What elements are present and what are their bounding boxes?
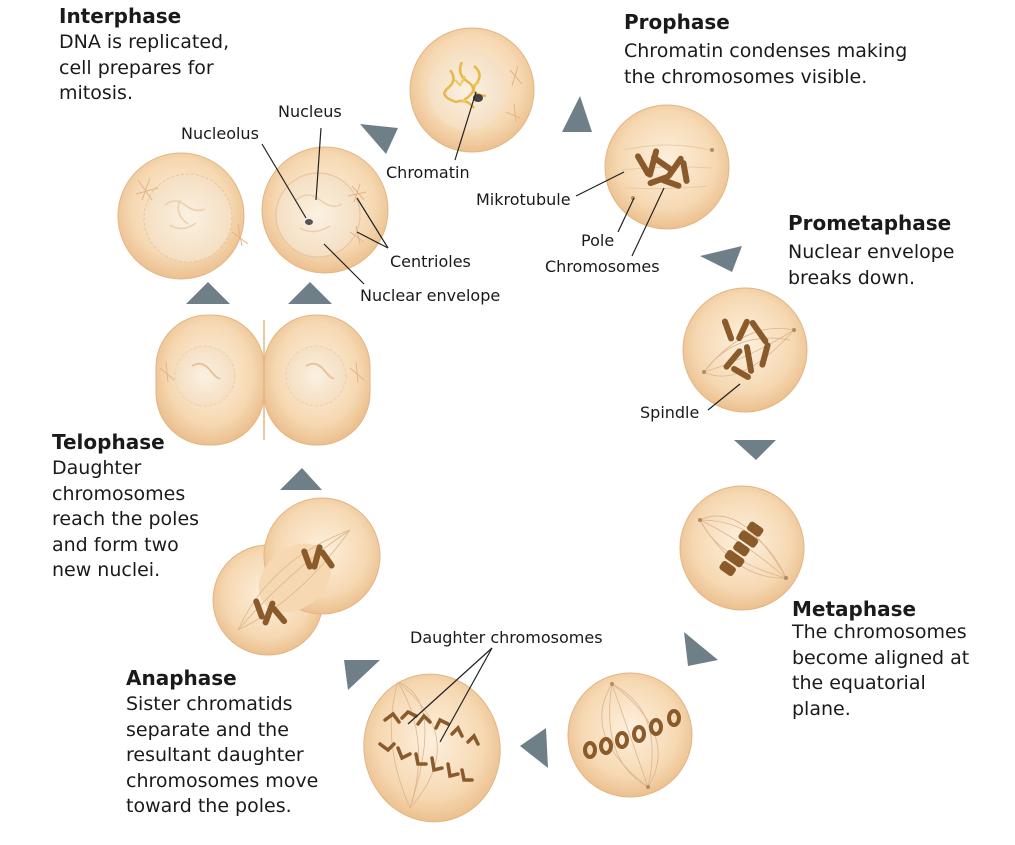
interphase-title: Interphase [59, 4, 182, 28]
arrow-icon [734, 440, 776, 460]
anaphase-title: Anaphase [126, 666, 237, 690]
telophase-cells [155, 314, 371, 446]
arrow-icon [700, 246, 742, 272]
arrow-icon [360, 124, 398, 154]
daughter-chromosomes-label: Daughter chromosomes [410, 628, 603, 647]
arrow-icon [344, 660, 380, 690]
interphase-description: DNA is replicated, cell prepares for mit… [59, 31, 230, 104]
centrioles-label: Centrioles [390, 252, 471, 271]
microtubule-label: Mikrotubule [476, 190, 571, 209]
arrow-icon [288, 282, 332, 304]
metaphase-description: The chromosomes become aligned at the eq… [792, 621, 970, 720]
prometaphase-description: Nuclear envelope breaks down. [788, 241, 955, 289]
prometaphase-cell [682, 287, 808, 413]
chromosomes-label: Chromosomes [545, 257, 660, 276]
cycle-arrows [186, 96, 776, 768]
nucleolus-label: Nucleolus [181, 124, 259, 143]
arrow-icon [186, 282, 230, 304]
arrow-icon [562, 96, 592, 132]
spindle-label: Spindle [640, 403, 700, 422]
prophase-description: Chromatin condenses making the chromosom… [624, 40, 908, 88]
prophase-chromatin-cell [409, 27, 535, 153]
leader-lines [261, 91, 741, 743]
prometaphase-title: Prometaphase [788, 211, 952, 235]
arrow-icon [684, 632, 718, 666]
telophase-title: Telophase [52, 430, 165, 454]
telophase-early-cell [212, 497, 381, 656]
anaphase-cell [363, 673, 501, 823]
anaphase-early-cell [567, 672, 693, 798]
arrow-icon [280, 468, 322, 490]
chromatin-label: Chromatin [386, 163, 470, 182]
prophase-title: Prophase [624, 10, 730, 34]
interphase-cell-b [261, 146, 389, 274]
nucleus-label: Nucleus [278, 102, 342, 121]
nuclear-envelope-label: Nuclear envelope [360, 286, 501, 305]
arrow-icon [520, 728, 548, 768]
pole-label: Pole [581, 231, 615, 250]
metaphase-title: Metaphase [792, 597, 917, 621]
prophase-cell [604, 104, 730, 230]
anaphase-description: Sister chromatids separate and the resul… [126, 693, 319, 817]
metaphase-cell [679, 485, 805, 611]
telophase-description: Daughter chromosomes reach the poles and… [52, 457, 200, 581]
interphase-cell-a [117, 152, 249, 280]
